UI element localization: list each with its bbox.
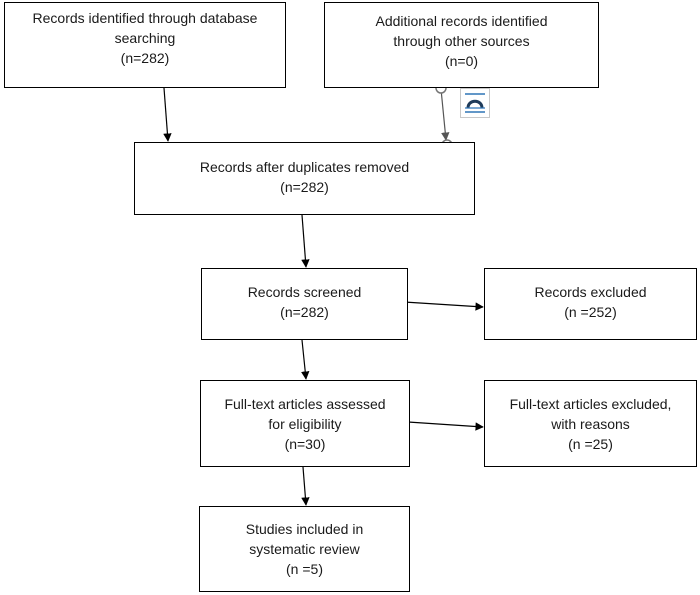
arrow-other-to-duplicates bbox=[440, 88, 450, 141]
records-identified-database-box[interactable]: Records identified through database sear… bbox=[4, 2, 286, 88]
box-count: (n=282) bbox=[280, 304, 329, 320]
records-screened-box[interactable]: Records screened (n=282) bbox=[201, 268, 408, 340]
box-line: Records excluded bbox=[534, 284, 647, 300]
arrow-fulltext-to-included bbox=[301, 466, 310, 506]
box-count: (n=30) bbox=[284, 435, 326, 452]
studies-included-box[interactable]: Studies included in systematic review (n… bbox=[199, 506, 410, 592]
box-line: searching bbox=[114, 30, 176, 46]
box-count: (n =25) bbox=[568, 435, 613, 452]
box-line: with reasons bbox=[551, 415, 630, 432]
box-line: Studies included in bbox=[245, 521, 364, 537]
box-line: Records identified through database bbox=[32, 10, 258, 26]
box-line: Records after duplicates removed bbox=[199, 158, 410, 175]
layout-options-icon[interactable] bbox=[460, 88, 490, 118]
box-line: Additional records identified bbox=[375, 13, 548, 29]
box-line: Full-text articles assessed bbox=[224, 395, 386, 412]
arrow-fulltext-to-excluded bbox=[407, 421, 484, 431]
records-after-duplicates-box[interactable]: Records after duplicates removed (n=282) bbox=[134, 142, 475, 215]
box-line: through other sources bbox=[393, 33, 530, 49]
box-count: (n=0) bbox=[444, 53, 479, 69]
arrow-screened-to-fulltext bbox=[301, 339, 310, 380]
fulltext-assessed-box[interactable]: Full-text articles assessed for eligibil… bbox=[200, 380, 410, 467]
fulltext-excluded-box[interactable]: Full-text articles excluded, with reason… bbox=[484, 380, 697, 467]
arrow-screened-to-excluded bbox=[403, 301, 484, 311]
box-line: Records screened bbox=[247, 284, 362, 300]
box-count: (n=282) bbox=[280, 178, 329, 195]
arrow-duplicates-to-screened bbox=[301, 214, 310, 268]
box-line: for eligibility bbox=[268, 415, 342, 432]
box-count: (n=282) bbox=[120, 50, 170, 66]
arrow-database-to-duplicates bbox=[163, 87, 172, 142]
records-identified-other-box[interactable]: Additional records identified through ot… bbox=[324, 2, 599, 88]
records-excluded-box[interactable]: Records excluded (n =252) bbox=[484, 268, 697, 340]
box-count: (n =5) bbox=[286, 561, 323, 577]
box-line: systematic review bbox=[249, 541, 360, 557]
box-line: Full-text articles excluded, bbox=[509, 395, 672, 412]
box-count: (n =252) bbox=[564, 304, 617, 320]
